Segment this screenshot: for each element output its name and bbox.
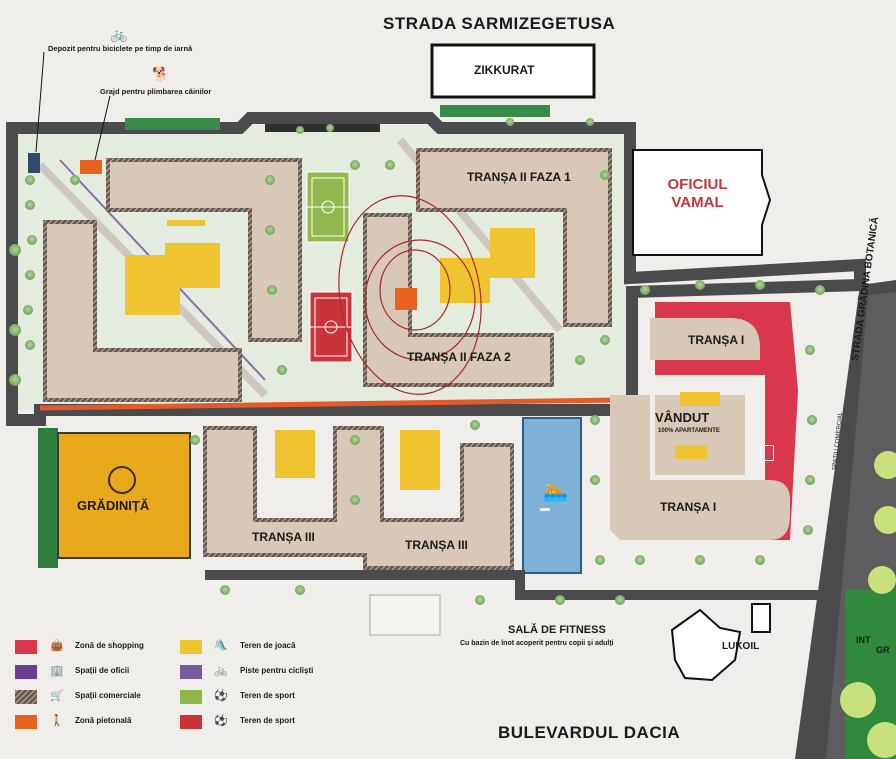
- kindergarten-label: GRĂDINIȚĂ: [77, 498, 150, 513]
- pedestrian-strip: [39, 397, 621, 411]
- fitness-title: SALĂ DE FITNESS: [508, 624, 606, 636]
- street-south: BULEVARDUL DACIA: [498, 723, 681, 742]
- tranche3-right-label: TRANȘA III: [405, 538, 468, 552]
- legend-item-playground: Teren de joacă: [240, 641, 296, 650]
- dog-shelter-note: Grajd pentru plimbarea câinilor: [100, 87, 212, 96]
- shopping-bag-icon: [760, 445, 774, 461]
- bicycle-icon: 🚲: [214, 665, 228, 677]
- child-face-icon: [108, 466, 136, 494]
- dumbbell-icon: ━: [540, 502, 550, 519]
- legend-item-commercial: Spații comerciale: [75, 691, 141, 700]
- zikkurat-box: [430, 43, 596, 99]
- shopping-bag-icon: 👜: [50, 640, 64, 652]
- tranche1-bottom-label: TRANȘA I: [660, 500, 717, 514]
- legend-item-offices: Spații de oficii: [75, 666, 130, 675]
- perimeter-road: [6, 112, 866, 426]
- legend-item-bike-lanes: Piste pentru cicliști: [240, 666, 314, 675]
- football-icon: ⚽: [214, 690, 228, 702]
- lukoil-label: LUKOIL: [722, 641, 760, 652]
- customs-office-label: OFICIUL VAMAL: [667, 176, 728, 211]
- fitness-subtitle: Cu bazin de înot acoperit pentru copii ș…: [460, 640, 614, 647]
- legend-item-sport-red: Teren de sport: [240, 716, 295, 725]
- street-north: STRADA SARMIZEGETUSA: [383, 14, 616, 33]
- bike-storage-note: Depozit pentru biciclete pe timp de iarn…: [48, 44, 193, 53]
- phase2-1-label: TRANȘA II FAZA 1: [467, 170, 571, 184]
- football-icon: ⚽: [214, 715, 228, 727]
- partial-right-label: INT: [856, 635, 871, 645]
- dog-icon: 🐕: [152, 66, 170, 82]
- pedestrian-icon: 🚶: [50, 715, 64, 727]
- legend-item-shopping: Zonă de shopping: [75, 641, 144, 650]
- legend-item-pedestrian: Zonă pietonală: [75, 716, 132, 725]
- sold-label: VÂNDUT: [655, 410, 710, 425]
- cart-icon: 🛒: [50, 690, 64, 702]
- legend-swatches: [15, 640, 202, 729]
- legend-item-sport-green: Teren de sport: [240, 691, 295, 700]
- partial-right-label-2: GR: [876, 645, 890, 655]
- sold-sub-label: 100% APARTAMENTE: [658, 428, 720, 434]
- office-icon: 🏢: [50, 665, 64, 677]
- swimmer-icon: 🏊: [543, 480, 568, 502]
- phase2-2-label: TRANȘA II FAZA 2: [407, 350, 511, 364]
- playground-icon: 🛝: [214, 640, 228, 652]
- bicycle-icon: 🚲: [110, 26, 128, 42]
- tranche1-top-label: TRANȘA I: [688, 333, 745, 347]
- tranche3-left-label: TRANȘA III: [252, 530, 315, 544]
- zikkurat-label: ZIKKURAT: [474, 63, 535, 77]
